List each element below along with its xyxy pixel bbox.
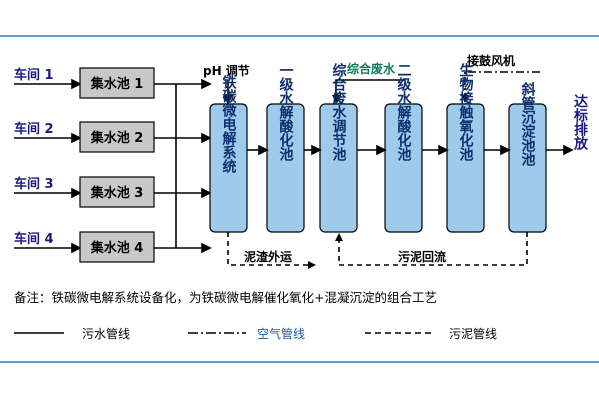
sludge-return-label: 污泥回流: [398, 249, 446, 264]
collection-tank-1: [79, 67, 155, 99]
unit-label-primary-hydrolysis: 一级水解酸化池: [278, 63, 294, 162]
ph-adjust-label: pH 调节: [203, 63, 250, 78]
unit-contact-oxidation: [446, 103, 485, 233]
sludge-out-label: 泥渣外运: [244, 249, 292, 264]
collection-tank-2: [79, 121, 155, 153]
legend: 污水管线 空气管线 污泥管线: [14, 326, 497, 341]
unit-equalization-tank: [319, 103, 358, 233]
workshop-label-2: 车间 2: [14, 121, 54, 137]
legend-label-sludge: 污泥管线: [449, 326, 497, 341]
workshop-label-1: 车间 1: [14, 67, 54, 83]
unit-primary-hydrolysis: [266, 103, 305, 233]
mixed-wastewater-arrowhead: [332, 95, 340, 103]
sludge-out-line: [227, 232, 310, 266]
unit-label-secondary-hydrolysis: 二级水解酸化池: [396, 63, 412, 162]
collection-tank-label-3: 集水池 3: [90, 185, 144, 201]
unit-label-equalization-tank: 综合废水调节池: [331, 62, 347, 162]
workshop-label-4: 车间 4: [14, 231, 54, 247]
unit-label-contact-oxidation: 生物接触氧化池: [458, 62, 475, 162]
blower-label: 接鼓风机: [467, 53, 515, 68]
collection-tank-label-2: 集水池 2: [90, 130, 144, 146]
sludge-return-arrowhead: [335, 233, 343, 241]
workshop-label-3: 车间 3: [14, 176, 54, 192]
legend-label-air: 空气管线: [257, 326, 305, 341]
ph-adjust-arrow: [222, 80, 234, 105]
sludge-out-arrowhead: [308, 261, 316, 269]
air-arrowhead: [461, 95, 469, 103]
unit-label-micro-electrolysis: 铁碳微电解系统: [221, 74, 238, 174]
unit-flow-arrows: [247, 144, 574, 156]
collector-lines: [154, 78, 212, 254]
unit-label-inclined-settler: 斜管沉淀池池: [520, 81, 537, 167]
collection-tank-4: [79, 231, 155, 263]
sludge-return-line: [338, 232, 528, 266]
unit-secondary-hydrolysis: [384, 103, 423, 233]
legend-label-sewage: 污水管线: [82, 326, 130, 341]
workshop-arrows: [14, 78, 82, 254]
mixed-wastewater-label: 综合废水: [347, 61, 396, 76]
collection-tank-3: [79, 176, 155, 208]
collection-tank-label-1: 集水池 1: [90, 76, 144, 92]
discharge-label: 达标排放: [572, 93, 589, 151]
air-line: [464, 71, 540, 97]
collection-tank-label-4: 集水池 4: [90, 240, 144, 256]
mixed-wastewater-line: [335, 79, 405, 97]
process-note: 备注：铁碳微电解系统设备化，为铁碳微电解催化氧化+混凝沉淀的组合工艺: [14, 290, 437, 305]
